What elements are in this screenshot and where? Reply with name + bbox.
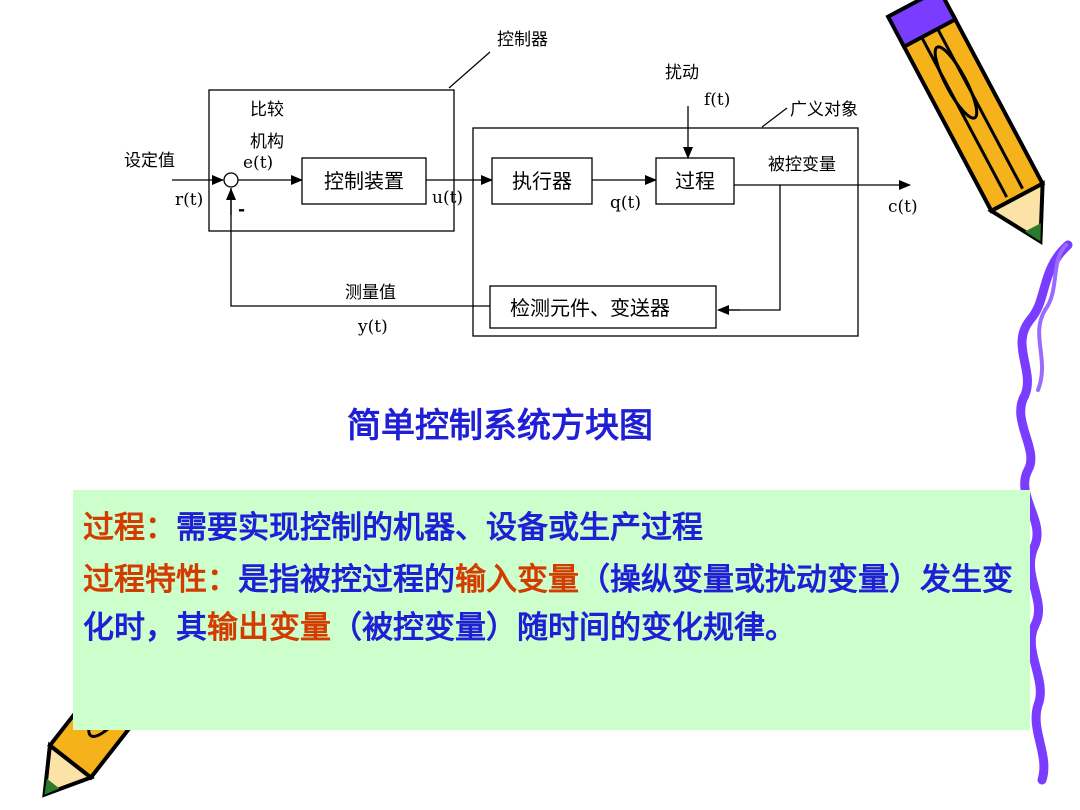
controller-leader <box>448 51 491 89</box>
control-device-label: 控制装置 <box>324 169 404 193</box>
comparator-label-line2: 机构 <box>250 132 284 152</box>
e-signal-label: e(t) <box>243 153 274 173</box>
characteristic-term: 过程特性： <box>83 562 238 598</box>
sensor-label: 检测元件、变送器 <box>510 296 670 320</box>
measured-value-label: 测量值 <box>345 283 396 303</box>
comparator-label-line1: 比较 <box>250 100 284 120</box>
y-signal-label: y(t) <box>358 317 388 337</box>
f-signal-label: f(t) <box>704 90 731 110</box>
squiggle-line <box>1016 240 1073 785</box>
control-device-block <box>301 157 427 205</box>
actuator-label: 执行器 <box>512 169 572 193</box>
process-text: 需要实现控制的机器、设备或生产过程 <box>176 510 703 546</box>
controller-label: 控制器 <box>497 30 548 50</box>
pencil-icon <box>885 0 1046 245</box>
output-variable-highlight: 输出变量 <box>207 610 331 646</box>
controlled-variable-label: 被控变量 <box>768 155 836 175</box>
r-signal-label: r(t) <box>175 190 204 210</box>
plant-leader <box>761 107 788 128</box>
measurement-path <box>230 188 490 307</box>
controller-box <box>208 89 455 232</box>
diagram-caption: 简单控制系统方块图 <box>347 406 653 446</box>
process-block <box>655 157 735 205</box>
process-definition: 过程：需要实现控制的机器、设备或生产过程 <box>83 504 1020 552</box>
actuator-block <box>491 157 593 205</box>
characteristic-text-c: （被控变量）随时间的变化规律。 <box>331 610 796 646</box>
comparator-circle <box>223 172 239 188</box>
process-label: 过程 <box>675 169 715 193</box>
q-signal-label: q(t) <box>610 193 641 213</box>
minus-sign: - <box>238 200 246 220</box>
disturbance-label: 扰动 <box>665 63 699 83</box>
squiggle-highlight <box>1036 243 1068 392</box>
plant-box <box>472 127 859 337</box>
process-characteristic-definition: 过程特性：是指被控过程的输入变量（操纵变量或扰动变量）发生变化时，其输出变量（被… <box>83 556 1020 652</box>
input-variable-highlight: 输入变量 <box>455 562 579 598</box>
setpoint-label: 设定值 <box>124 151 175 171</box>
sensor-block <box>489 285 717 329</box>
plant-label: 广义对象 <box>790 100 858 120</box>
definition-box: 过程：需要实现控制的机器、设备或生产过程 过程特性：是指被控过程的输入变量（操纵… <box>73 490 1030 730</box>
c-signal-label: c(t) <box>888 197 918 217</box>
characteristic-text-a: 是指被控过程的 <box>238 562 455 598</box>
characteristic-text-b: （操纵变量或扰动变量）发生变化时，其 <box>83 562 1013 646</box>
process-term: 过程： <box>83 510 176 546</box>
u-signal-label: u(t) <box>432 188 464 208</box>
